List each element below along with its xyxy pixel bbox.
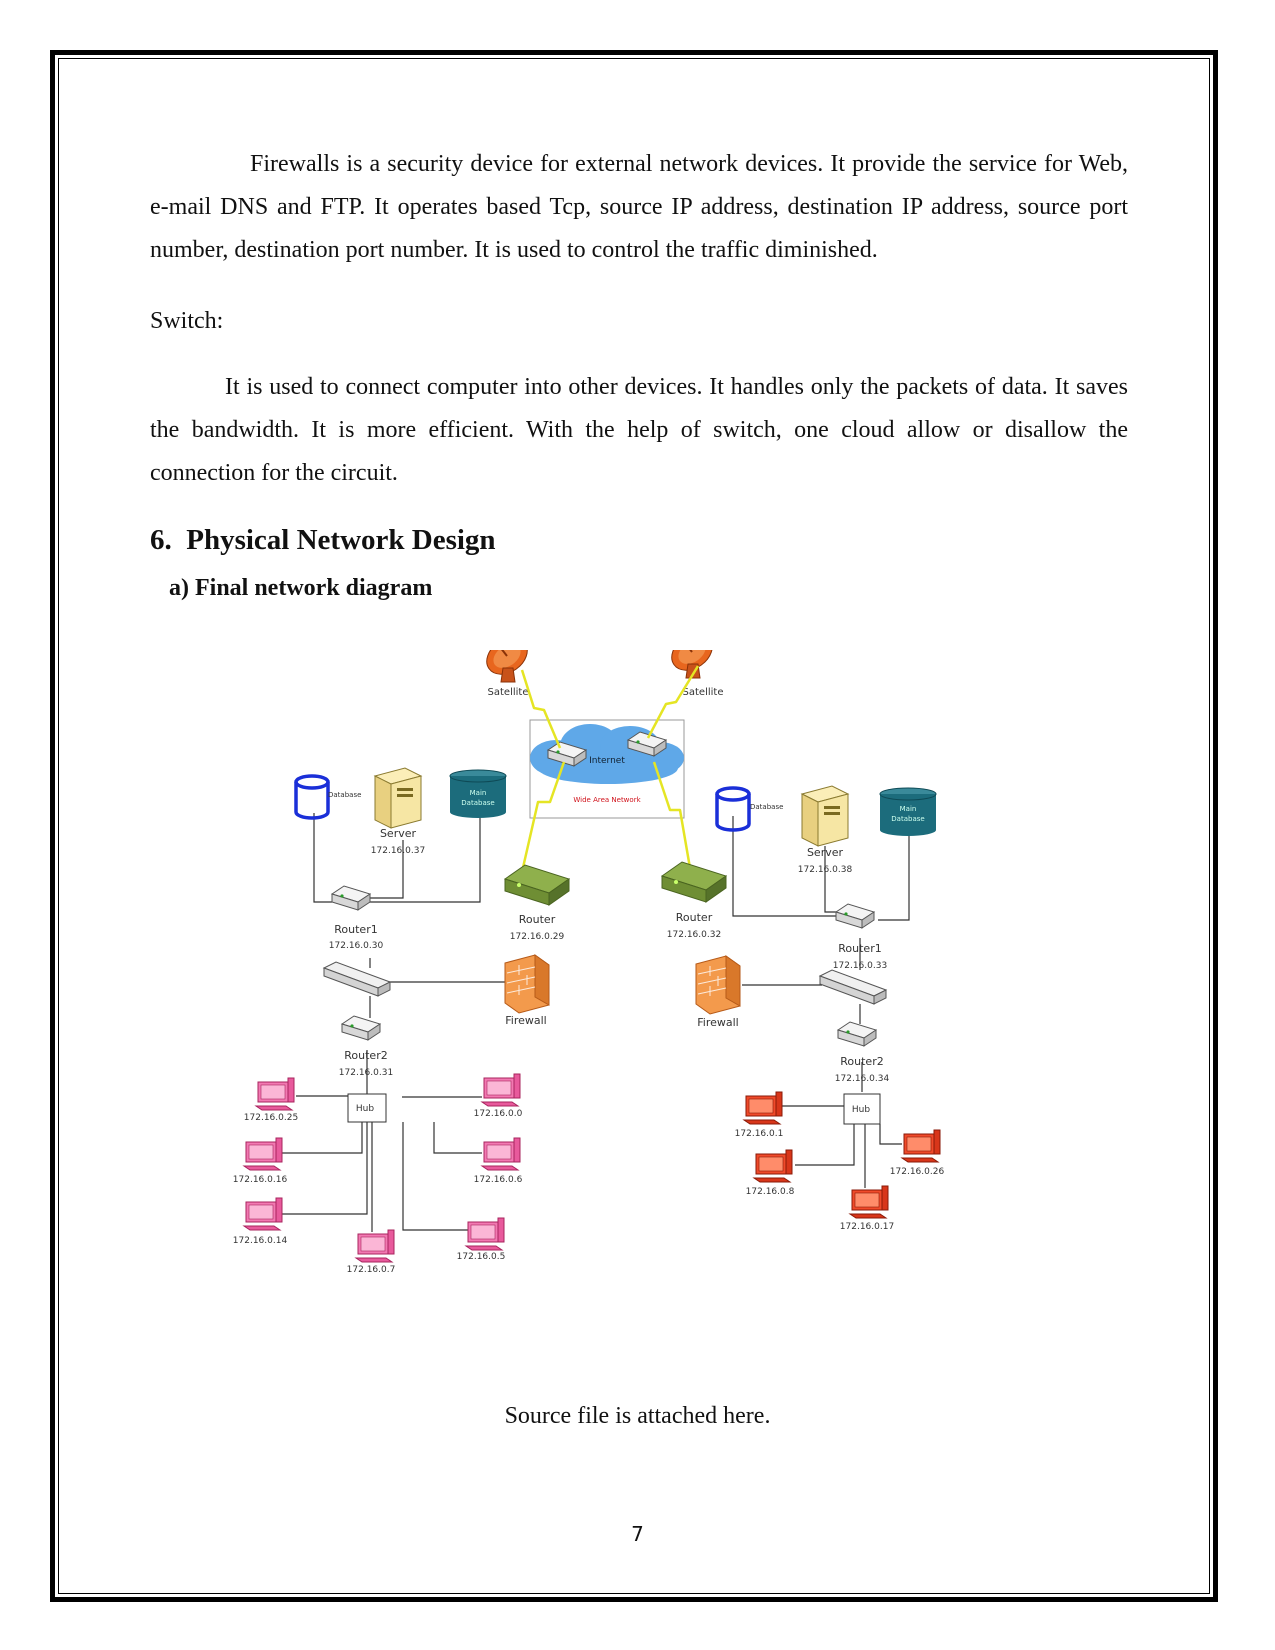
switch-paragraph: It is used to connect computer into othe… [150, 374, 1128, 486]
section-title: Physical Network Design [186, 524, 496, 556]
switch-label: Switch: [150, 308, 224, 334]
left-pc-ip: 172.16.0.14 [233, 1236, 288, 1246]
left-router1-label: Router1 [334, 923, 377, 936]
subsection-heading: a) Final network diagram [169, 575, 433, 601]
left-pc-ip: 172.16.0.0 [474, 1109, 523, 1119]
satellite-left-icon [478, 650, 536, 683]
left-firewall-label: Firewall [505, 1014, 546, 1027]
right-firewall-label: Firewall [697, 1016, 738, 1029]
right-pc-ip: 172.16.0.17 [840, 1222, 894, 1232]
section-heading: 6. Physical Network Design [150, 524, 496, 557]
internet-label: Internet [589, 756, 625, 766]
right-pc-icon [901, 1129, 941, 1163]
left-database-label: Database [328, 791, 361, 799]
wan-label: Wide Area Network [573, 796, 641, 804]
left-pc-ip: 172.16.0.5 [457, 1252, 506, 1262]
right-router-label: Router [676, 911, 713, 924]
left-server-label: Server [380, 827, 417, 840]
page-border-outer [50, 50, 1218, 1602]
left-router-ip: 172.16.0.29 [510, 932, 565, 942]
right-main-db-label-1: Main [900, 805, 917, 813]
page-number: 7 [631, 1522, 644, 1546]
right-server-icon [801, 785, 849, 847]
left-pc-icon [481, 1073, 521, 1107]
left-pc-ip: 172.16.0.16 [233, 1175, 288, 1185]
right-router1-icon [835, 903, 875, 929]
right-server-ip: 172.16.0.38 [798, 865, 853, 875]
left-router-label: Router [519, 913, 556, 926]
right-router1-ip: 172.16.0.33 [833, 961, 887, 971]
right-firewall-icon [695, 955, 741, 1015]
right-pc-icon [753, 1149, 793, 1183]
left-router2-ip: 172.16.0.31 [339, 1068, 393, 1078]
right-hub [843, 1093, 881, 1125]
right-pc-ip: 172.16.0.1 [735, 1129, 784, 1139]
left-main-db-label-2: Database [461, 799, 494, 807]
left-server-icon [374, 767, 422, 829]
diagram-caption: Source file is attached here. [504, 1403, 771, 1429]
right-pc-icon [743, 1091, 783, 1125]
left-pc-ip: 172.16.0.7 [347, 1265, 396, 1275]
right-router1-label: Router1 [838, 942, 881, 955]
firewall-paragraph: Firewalls is a security device for exter… [150, 151, 1128, 263]
left-hub-label: Hub [356, 1104, 374, 1114]
right-router-icon [661, 861, 727, 903]
right-router-ip: 172.16.0.32 [667, 930, 721, 940]
right-database-label: Database [750, 803, 783, 811]
right-router2-icon [837, 1021, 877, 1047]
left-main-db-label-1: Main [470, 789, 487, 797]
right-main-db-label-2: Database [891, 815, 924, 823]
left-firewall-icon [504, 954, 550, 1014]
page-border-inner [58, 58, 1210, 1594]
left-server-ip: 172.16.0.37 [371, 846, 425, 856]
satellite-left-label: Satellite [488, 687, 529, 698]
left-pc-ip: 172.16.0.25 [244, 1113, 298, 1123]
left-pc-icon [255, 1077, 295, 1111]
section-number: 6. [150, 524, 172, 556]
left-router2-label: Router2 [344, 1049, 387, 1062]
right-hub-label: Hub [852, 1105, 870, 1115]
left-pc-icon [243, 1137, 283, 1171]
wan-box [529, 719, 685, 819]
left-pc-icon [355, 1229, 395, 1263]
left-router2-icon [341, 1015, 381, 1041]
left-pc-icon [481, 1137, 521, 1171]
right-pc-icon [849, 1185, 889, 1219]
right-pc-ip: 172.16.0.8 [746, 1187, 795, 1197]
wireless-links [520, 665, 700, 873]
left-router1-ip: 172.16.0.30 [329, 941, 384, 951]
right-server-label: Server [807, 846, 844, 859]
left-pc-icon [465, 1217, 505, 1251]
left-router1-icon [331, 885, 371, 911]
left-pc-ip: 172.16.0.6 [474, 1175, 523, 1185]
right-pc-ip: 172.16.0.26 [890, 1167, 945, 1177]
left-hub [347, 1093, 387, 1123]
internet-cloud [530, 724, 684, 784]
left-switch-icon [323, 961, 391, 997]
left-pc-icon [243, 1197, 283, 1231]
satellite-right-label: Satellite [683, 687, 724, 698]
left-router-icon [504, 864, 570, 906]
right-switch-icon [819, 969, 887, 1005]
network-diagram: Internet Wide Area Network Satellite Sat… [233, 650, 945, 1275]
left-database-icon [294, 774, 330, 820]
right-router2-ip: 172.16.0.34 [835, 1074, 890, 1084]
right-router2-label: Router2 [840, 1055, 883, 1068]
